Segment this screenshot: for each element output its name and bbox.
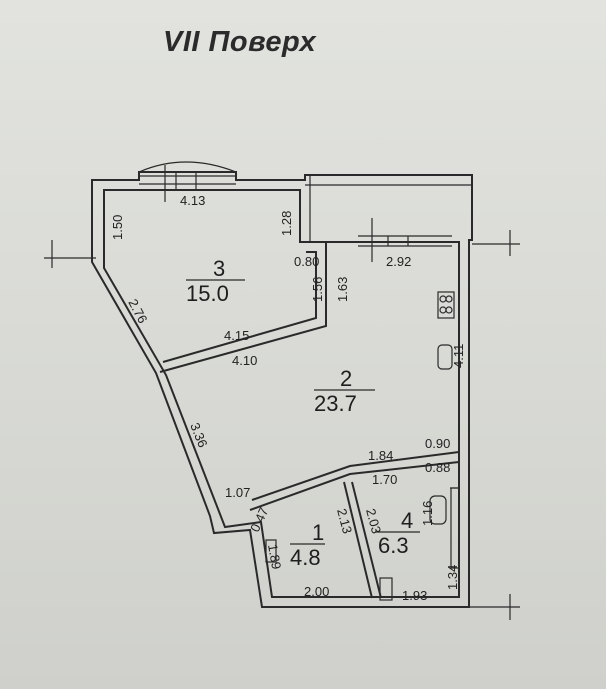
- dim-1-07: 1.07: [225, 485, 250, 500]
- dim-2-03: 2.03: [363, 507, 384, 535]
- toilet-icon: [379, 577, 393, 601]
- dim-4-10: 4.10: [232, 353, 257, 368]
- washbasin-icon: [429, 495, 447, 525]
- sink-icon: [437, 344, 453, 370]
- stove-icon: [437, 291, 455, 319]
- window-room2: [358, 218, 452, 262]
- axis-markers: [44, 230, 520, 620]
- partition-3-2: [159, 241, 327, 373]
- room-3-label: 3 15.0: [186, 256, 245, 306]
- inner-wall-outline: [103, 189, 460, 598]
- dim-1-28: 1.28: [279, 211, 294, 236]
- dim-0-90: 0.90: [425, 436, 450, 451]
- dim-0-88: 0.88: [425, 460, 450, 475]
- dim-1-50: 1.50: [110, 215, 125, 240]
- dim-2-92: 2.92: [386, 254, 411, 269]
- room-3-number: 3: [213, 256, 225, 281]
- shaft-icon: [265, 539, 277, 563]
- fixtures: [265, 291, 460, 601]
- dim-2-00: 2.00: [304, 584, 329, 599]
- dim-1-56: 1.56: [310, 277, 325, 302]
- dim-3-36: 3.36: [187, 421, 210, 450]
- outer-walls: [91, 171, 473, 608]
- dim-1-63: 1.63: [335, 277, 350, 302]
- dim-1-34: 1.34: [445, 565, 460, 590]
- room-3-area: 15.0: [186, 281, 229, 306]
- window-room3: [138, 161, 237, 202]
- dim-2-13: 2.13: [334, 507, 355, 535]
- dim-4-13: 4.13: [180, 193, 205, 208]
- dimension-labels: 4.13 1.50 1.28 0.80 1.56 1.63 2.92 2.76 …: [110, 193, 466, 603]
- room-4-label: 4 6.3: [376, 508, 420, 558]
- loggia: [305, 175, 472, 242]
- room-1-label: 1 4.8: [290, 520, 325, 570]
- dim-4-15: 4.15: [224, 328, 249, 343]
- dim-1-84: 1.84: [368, 448, 393, 463]
- riser-icon: [450, 487, 460, 569]
- partition-bathrooms: [249, 451, 460, 599]
- dim-1-16: 1.16: [420, 501, 435, 526]
- dim-1-89: 1.89: [265, 543, 284, 571]
- room-4-area: 6.3: [378, 533, 409, 558]
- room-2-label: 2 23.7: [314, 366, 375, 416]
- room-2-area: 23.7: [314, 391, 357, 416]
- dim-1-93: 1.93: [402, 588, 427, 603]
- dim-1-70: 1.70: [372, 472, 397, 487]
- dim-0-80: 0.80: [294, 254, 319, 269]
- floor-title: VII Поверх: [163, 26, 317, 58]
- room-1-area: 4.8: [290, 545, 321, 570]
- room-4-number: 4: [401, 508, 413, 533]
- outer-wall-outline: [91, 171, 473, 608]
- room-1-number: 1: [312, 520, 324, 545]
- room-2-number: 2: [340, 366, 352, 391]
- dim-4-11: 4.11: [451, 344, 466, 368]
